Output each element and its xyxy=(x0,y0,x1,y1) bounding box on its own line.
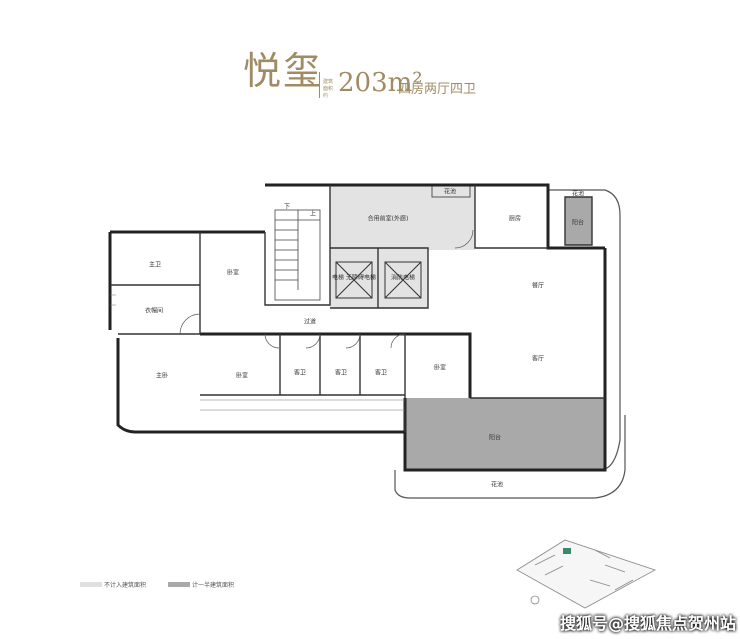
elevator-label: 电梯 无障碍电梯 xyxy=(332,274,376,282)
bedroom-mid-label: 卧室 xyxy=(235,372,249,380)
stair xyxy=(274,209,321,301)
legend-half-counted-text: 计一半建筑面积 xyxy=(192,582,235,589)
elevator-hall-fill xyxy=(330,185,475,250)
balcony-top-label: 阳台 xyxy=(571,219,585,227)
guest-bath-3-label: 客卫 xyxy=(374,369,388,377)
layout-description: 四房两厅四卫 xyxy=(398,82,477,97)
living-label: 客厅 xyxy=(531,355,545,363)
bedroom-top-label: 卧室 xyxy=(226,269,240,277)
garden-right-label: 花池 xyxy=(571,190,585,198)
corridor-label: 过道 xyxy=(303,318,317,326)
legend-not-counted-text: 不计入建筑面积 xyxy=(104,582,147,589)
plan-title: 悦玺 xyxy=(243,49,324,93)
title-divider xyxy=(319,72,320,98)
master-bed-label: 主卧 xyxy=(155,372,169,380)
elevator-hall-label: 合用前室(外廊) xyxy=(367,215,409,223)
balcony-top-fill xyxy=(565,197,592,245)
garden-bottom-label: 花池 xyxy=(490,481,504,489)
watermark: 搜狐号@搜狐焦点贺州站 xyxy=(560,614,737,633)
area-note: 建筑面积约 xyxy=(323,79,334,99)
guest-bath-2-label: 客卫 xyxy=(334,369,348,377)
walk-in-label: 衣帽间 xyxy=(144,307,164,315)
dining-label: 餐厅 xyxy=(531,282,545,290)
fire-elevator-label: 消防电梯 xyxy=(390,274,416,282)
site-key-plan xyxy=(516,539,657,609)
stair-down-label: 下 xyxy=(283,203,291,211)
bedroom-right-label: 卧室 xyxy=(433,364,447,372)
kitchen-label: 厨房 xyxy=(508,215,522,223)
balcony-main-label: 阳台 xyxy=(488,434,502,442)
legend-half-counted-swatch xyxy=(168,582,190,587)
stair-up-label: 上 xyxy=(309,210,317,218)
balcony-main-fill xyxy=(405,398,605,470)
legend-not-counted-swatch xyxy=(80,582,102,587)
guest-bath-1-label: 客卫 xyxy=(293,369,307,377)
garden-top-label: 花池 xyxy=(443,188,457,196)
garden-bottom xyxy=(394,415,626,499)
area-value: 203m² xyxy=(338,68,423,98)
master-bath-label: 主卫 xyxy=(148,261,162,269)
elevator-car-2 xyxy=(384,261,422,299)
elevator-car-1 xyxy=(335,261,373,299)
